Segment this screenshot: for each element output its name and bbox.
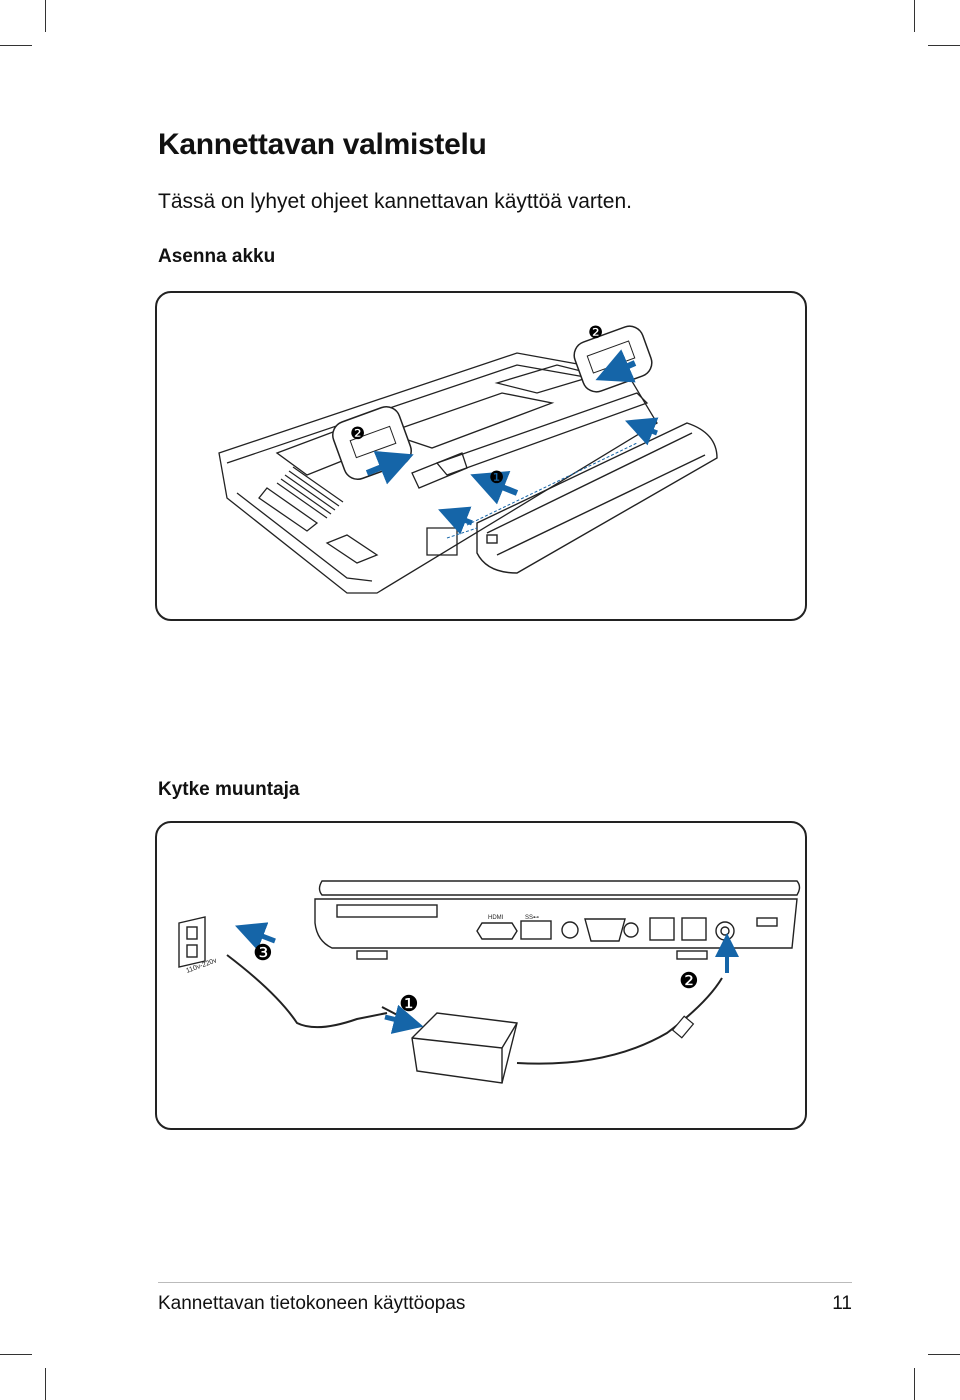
lock-callout-right xyxy=(573,325,653,393)
step-2-badge-left: ❷ xyxy=(350,424,365,443)
laptop-side-view xyxy=(314,880,801,960)
crop-mark xyxy=(0,45,32,46)
adapter-illustration: HDMI SS⊷ 110v-220v ❸ ❶ ❷ xyxy=(178,880,801,1084)
vent-grille xyxy=(276,466,344,519)
wall-outlet xyxy=(178,916,206,968)
crop-mark xyxy=(914,0,915,32)
intro-text: Tässä on lyhyet ohjeet kannettavan käytt… xyxy=(158,190,632,213)
crop-mark xyxy=(45,0,46,32)
battery-install-figure: ❷ ❷ ❶ xyxy=(155,291,807,621)
crop-mark xyxy=(45,1368,46,1400)
section-heading-battery: Asenna akku xyxy=(158,246,276,267)
arrow-to-adapter xyxy=(384,1004,424,1034)
crop-mark xyxy=(0,1354,32,1355)
battery-pack xyxy=(476,422,718,574)
page-title: Kannettavan valmistelu xyxy=(158,128,487,161)
usb-label: SS⊷ xyxy=(525,915,539,921)
step-3-badge: ❸ xyxy=(253,940,273,965)
step-2-badge-adapter: ❷ xyxy=(679,968,699,993)
step-2-badge-right: ❷ xyxy=(588,323,603,342)
voltage-label: 110v-220v xyxy=(185,957,218,975)
power-cord xyxy=(226,954,388,1029)
footer-title: Kannettavan tietokoneen käyttöopas xyxy=(158,1293,466,1314)
footer-divider xyxy=(158,1282,852,1283)
arrow-insert xyxy=(470,470,519,505)
battery-illustration: ❷ ❷ ❶ xyxy=(218,323,718,594)
crop-mark xyxy=(928,1354,960,1355)
crop-mark xyxy=(914,1368,915,1400)
adapter-connect-figure: HDMI SS⊷ 110v-220v ❸ ❶ ❷ xyxy=(155,821,807,1130)
arrow-to-outlet xyxy=(234,922,276,951)
dc-cable xyxy=(516,977,723,1065)
hdmi-label: HDMI xyxy=(488,915,504,921)
step-1-badge-adapter: ❶ xyxy=(399,991,419,1016)
page-number: 11 xyxy=(832,1293,852,1314)
lock-callout-left xyxy=(332,406,414,485)
ac-power-adapter xyxy=(411,1012,518,1084)
crop-mark xyxy=(928,45,960,46)
section-heading-adapter: Kytke muuntaja xyxy=(158,779,300,800)
step-1-badge: ❶ xyxy=(489,468,504,487)
